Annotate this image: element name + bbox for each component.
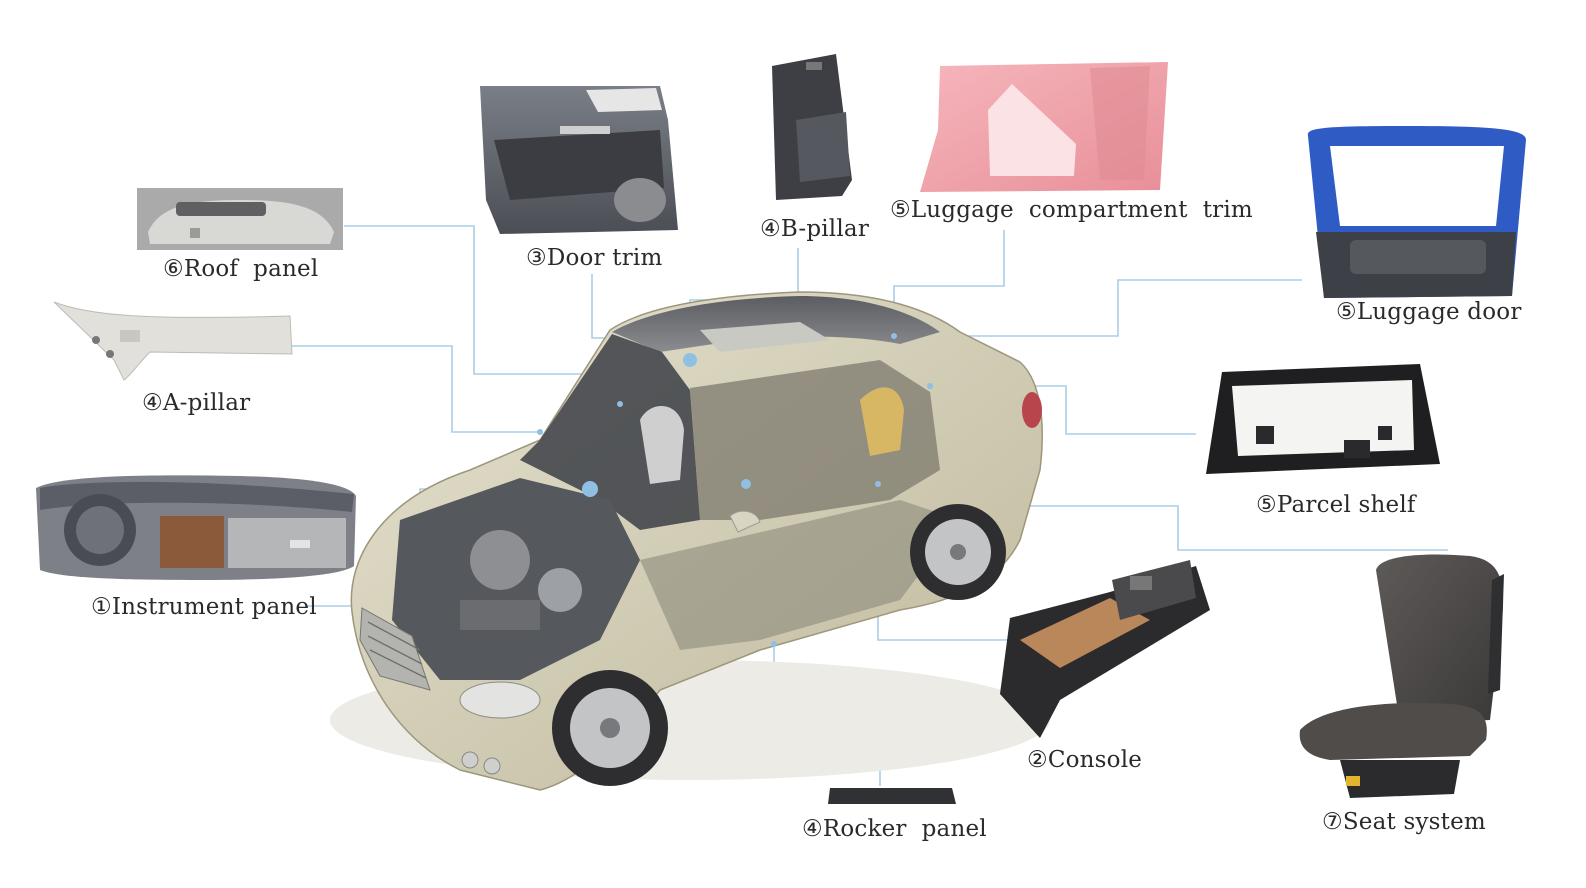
- dot-console: [875, 481, 881, 487]
- rocker-panel-image: [828, 788, 956, 804]
- leader-luggage-door: [932, 279, 1302, 337]
- label-console: ②Console: [1027, 747, 1143, 773]
- luggage-trim-image: [920, 62, 1168, 192]
- seat-system-image: [1299, 554, 1504, 798]
- label-a-pillar: ④A-pillar: [142, 390, 251, 416]
- label-seat-system: ⑦Seat system: [1322, 809, 1486, 835]
- dot-rocker-panel: [771, 641, 777, 647]
- front-wheel: [552, 670, 668, 786]
- leader-a-pillar: [292, 345, 540, 433]
- sunroof: [700, 322, 830, 352]
- label-luggage-door: ⑤Luggage door: [1336, 299, 1522, 325]
- label-instrument-panel: ①Instrument panel: [91, 594, 317, 620]
- car-cutaway: [330, 291, 1050, 791]
- label-roof-panel: ⑥Roof panel: [163, 256, 319, 282]
- dot-luggage-trim: [891, 333, 897, 339]
- grille: [359, 607, 431, 691]
- rear-wheel: [910, 504, 1006, 600]
- a-pillar-image: [53, 301, 293, 381]
- label-parcel-shelf: ⑤Parcel shelf: [1256, 492, 1416, 518]
- label-b-pillar: ④B-pillar: [760, 216, 870, 242]
- dot-a-pillar: [537, 429, 543, 435]
- dot-instrument-panel: [582, 481, 598, 497]
- label-door-trim: ③Door trim: [526, 245, 663, 271]
- door-trim-image: [480, 86, 678, 234]
- dot-b-pillar: [683, 353, 697, 367]
- b-pillar-image: [772, 54, 852, 200]
- console-image: [1000, 560, 1210, 738]
- parcel-shelf-image: [1206, 364, 1440, 474]
- label-luggage-compartment-trim: ⑤Luggage compartment trim: [890, 197, 1253, 223]
- dot-seat-system: [741, 479, 751, 489]
- dot-door-trim: [617, 401, 623, 407]
- leader-roof-panel: [344, 225, 614, 375]
- luggage-door-image: [1307, 126, 1526, 298]
- leader-dots: [537, 333, 933, 647]
- dot-parcel-shelf: [927, 383, 933, 389]
- label-rocker-panel: ④Rocker panel: [802, 816, 987, 842]
- roof-panel-image: [137, 188, 343, 250]
- instrument-panel-image: [36, 475, 356, 580]
